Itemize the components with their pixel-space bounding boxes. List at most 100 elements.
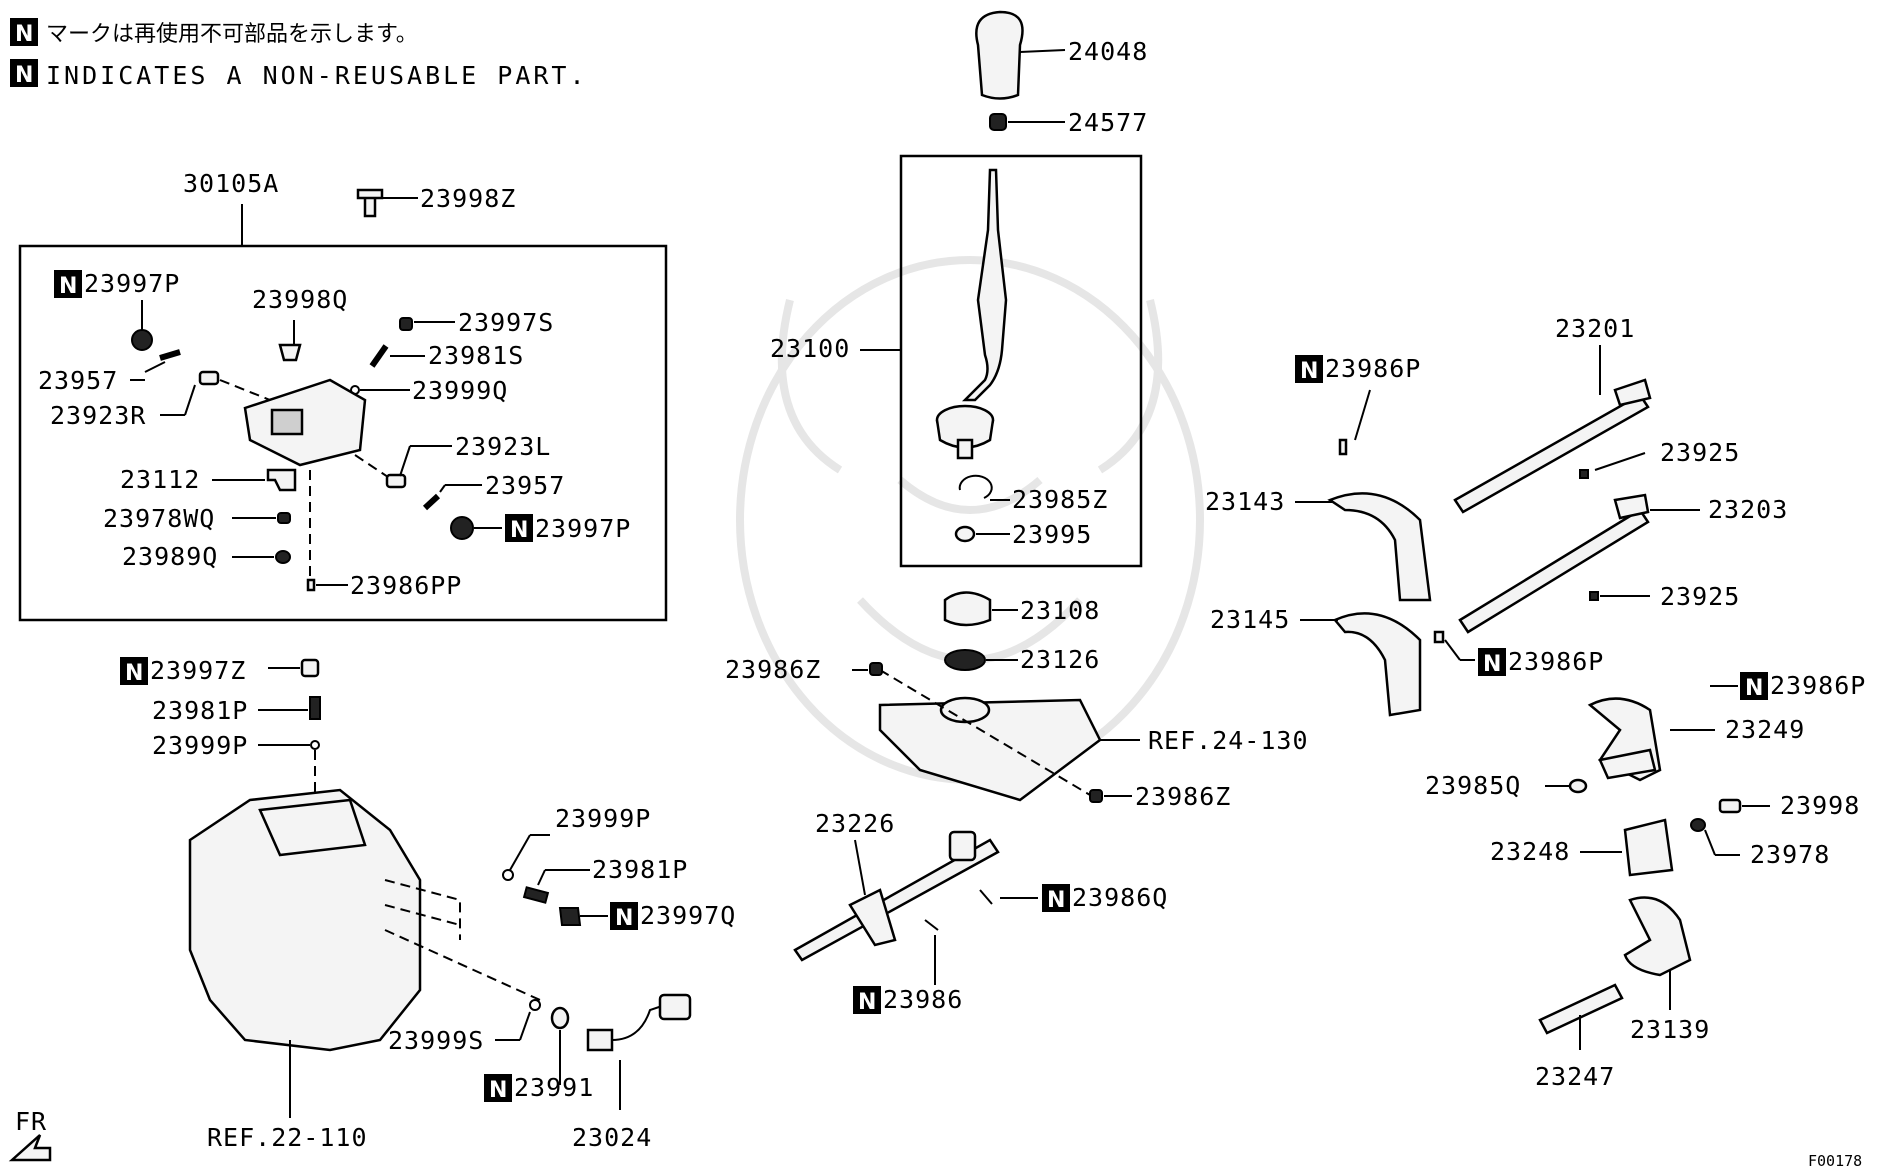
part-label-l23226: 23226 xyxy=(815,809,895,838)
shift-fork-23143: 23143 xyxy=(1205,487,1432,602)
part-label-l23997p-b: 23997P xyxy=(535,514,631,543)
nonreusable-tag: N xyxy=(1295,355,1323,384)
part-label-l23998q: 23998Q xyxy=(252,285,348,314)
part-label-l23248: 23248 xyxy=(1490,837,1570,866)
part-label-l23024: 23024 xyxy=(572,1123,652,1152)
part-label-l23997s: 23997S xyxy=(458,308,554,337)
part-label-lfr: FR xyxy=(15,1107,47,1136)
part-label-l23998: 23998 xyxy=(1780,791,1860,820)
part-label-l23999p-a: 23999P xyxy=(152,731,248,760)
nonreusable-tag: N xyxy=(1740,672,1768,701)
part-label-l23143: 23143 xyxy=(1205,487,1285,516)
part-label-l23925-a: 23925 xyxy=(1660,438,1740,467)
part-label-lref24: REF.24-130 xyxy=(1148,726,1309,755)
part-label-l23999s: 23999S xyxy=(388,1026,484,1055)
part-label-l23997p-a: 23997P xyxy=(84,269,180,298)
part-label-l23999p-b: 23999P xyxy=(555,804,651,833)
shift-cover-ref-24-130: REF.24-130 23986Z 23986Z xyxy=(725,655,1309,811)
part-label-nonreusable-mark: N xyxy=(1745,676,1763,701)
shift-rod-23226: 23226 N 23986Q N 23986 xyxy=(793,809,1168,1015)
nonreusable-note-jp: N マークは再使用不可部品を示します。 xyxy=(10,18,418,47)
part-label-l23145: 23145 xyxy=(1210,605,1290,634)
nonreusable-tag: N xyxy=(853,986,881,1015)
part-label-l23997q: 23997Q xyxy=(640,901,736,930)
part-label-l23997z: 23997Z xyxy=(150,656,246,685)
part-label-l23986: 23986 xyxy=(883,985,963,1014)
part-label-l23978wq: 23978WQ xyxy=(103,504,215,533)
shift-rod-23247: 23247 xyxy=(1535,983,1624,1091)
part-label-l23986q: 23986Q xyxy=(1072,883,1168,912)
part-label-l23247: 23247 xyxy=(1535,1062,1615,1091)
part-label-l23999q: 23999Q xyxy=(412,376,508,405)
part-label-nonreusable-mark: N xyxy=(615,906,633,931)
nonreusable-tag: N xyxy=(484,1074,512,1103)
part-label-nonreusable-mark: N xyxy=(1483,652,1501,677)
part-label-l23978: 23978 xyxy=(1750,840,1830,869)
part-label-jp: マークは再使用不可部品を示します。 xyxy=(46,22,418,47)
part-label-nonreusable-mark: N xyxy=(858,990,876,1015)
figure-code: F00178 xyxy=(1808,1152,1862,1170)
part-label-l23203: 23203 xyxy=(1708,495,1788,524)
part-label-l23100: 23100 xyxy=(770,334,850,363)
part-label-nonreusable-mark: N xyxy=(1300,359,1318,384)
part-label-l23986pp: 23986PP xyxy=(350,571,462,600)
part-label-l23995: 23995 xyxy=(1012,520,1092,549)
shift-fork-23139: 23139 xyxy=(1623,896,1710,1044)
part-label-l23923r: 23923R xyxy=(50,401,146,430)
shift-rail-23203: 23203 23925 xyxy=(1458,493,1788,634)
part-label-nonreusable-mark: N xyxy=(15,22,33,47)
pin-23986P-top: N 23986P xyxy=(1295,354,1421,456)
nonreusable-tag: N xyxy=(1042,884,1070,913)
part-label-l23126: 23126 xyxy=(1020,645,1100,674)
nut-24577: 24577 xyxy=(989,108,1148,137)
shift-knob-24048: 24048 xyxy=(975,10,1148,100)
interlock-23248: 23248 23998 23978 xyxy=(1490,791,1860,877)
part-label-lref22: REF.22-110 xyxy=(207,1123,368,1152)
shift-rail-23201: 23201 23925 xyxy=(1453,314,1740,514)
sensor-switch-23024: 23024 xyxy=(572,993,692,1152)
part-label-l23249: 23249 xyxy=(1725,715,1805,744)
shift-fork-23145: 23145 N 23986P xyxy=(1210,605,1604,717)
part-label-l23989q: 23989Q xyxy=(122,542,218,571)
part-label-l23986p-b: 23986P xyxy=(1508,647,1604,676)
part-label-nonreusable-mark: N xyxy=(1047,888,1065,913)
cover-kit-30105A: 30105A 23998Z N 23997P 23998Q 23997S 239… xyxy=(18,169,668,622)
part-label-nonreusable-mark: N xyxy=(15,63,33,88)
nonreusable-tag: N xyxy=(610,902,638,931)
nonreusable-tag: N xyxy=(54,270,82,299)
part-label-en: INDICATES A NON-REUSABLE PART. xyxy=(46,61,588,90)
bushing-23108: 23108 xyxy=(943,591,1100,627)
part-label-l23986p-c: 23986P xyxy=(1770,671,1866,700)
transmission-case-ref-22-110: N 23997Z 23981P 23999P REF.22-110 23999P… xyxy=(120,656,736,1152)
part-label-l23981p-b: 23981P xyxy=(592,855,688,884)
part-label-l23981s: 23981S xyxy=(428,341,524,370)
part-label-l23986z-a: 23986Z xyxy=(725,655,821,684)
part-label-l23957-b: 23957 xyxy=(485,471,565,500)
part-label-l23986p-a: 23986P xyxy=(1325,354,1421,383)
part-label-nonreusable-mark: N xyxy=(510,518,528,543)
part-label-l23985q: 23985Q xyxy=(1425,771,1521,800)
nonreusable-note-en: N INDICATES A NON-REUSABLE PART. xyxy=(10,59,588,90)
spring-23126: 23126 xyxy=(944,645,1100,674)
part-label-l23923l: 23923L xyxy=(455,432,551,461)
part-label-nonreusable-mark: N xyxy=(489,1078,507,1103)
front-indicator: FR xyxy=(8,1107,52,1162)
part-label-l23139: 23139 xyxy=(1630,1015,1710,1044)
part-label-l23991: 23991 xyxy=(514,1073,594,1102)
part-label-l23201: 23201 xyxy=(1555,314,1635,343)
nonreusable-tag: N xyxy=(505,514,533,543)
part-label-l23985z: 23985Z xyxy=(1012,485,1108,514)
part-label-nonreusable-mark: N xyxy=(59,274,77,299)
shift-fork-23249: N 23986P 23249 23985Q xyxy=(1425,671,1866,800)
nonreusable-tag: N xyxy=(1478,648,1506,677)
label-24048: 24048 xyxy=(1068,37,1148,66)
part-label-l23108: 23108 xyxy=(1020,596,1100,625)
part-label-l23981p-a: 23981P xyxy=(152,696,248,725)
part-label-l23957-a: 23957 xyxy=(38,366,118,395)
nonreusable-tag: N xyxy=(120,657,148,686)
part-label-l23998z: 23998Z xyxy=(420,184,516,213)
part-label-l24577: 24577 xyxy=(1068,108,1148,137)
part-label-l23925-b: 23925 xyxy=(1660,582,1740,611)
part-label-l30105a: 30105A xyxy=(183,169,279,198)
